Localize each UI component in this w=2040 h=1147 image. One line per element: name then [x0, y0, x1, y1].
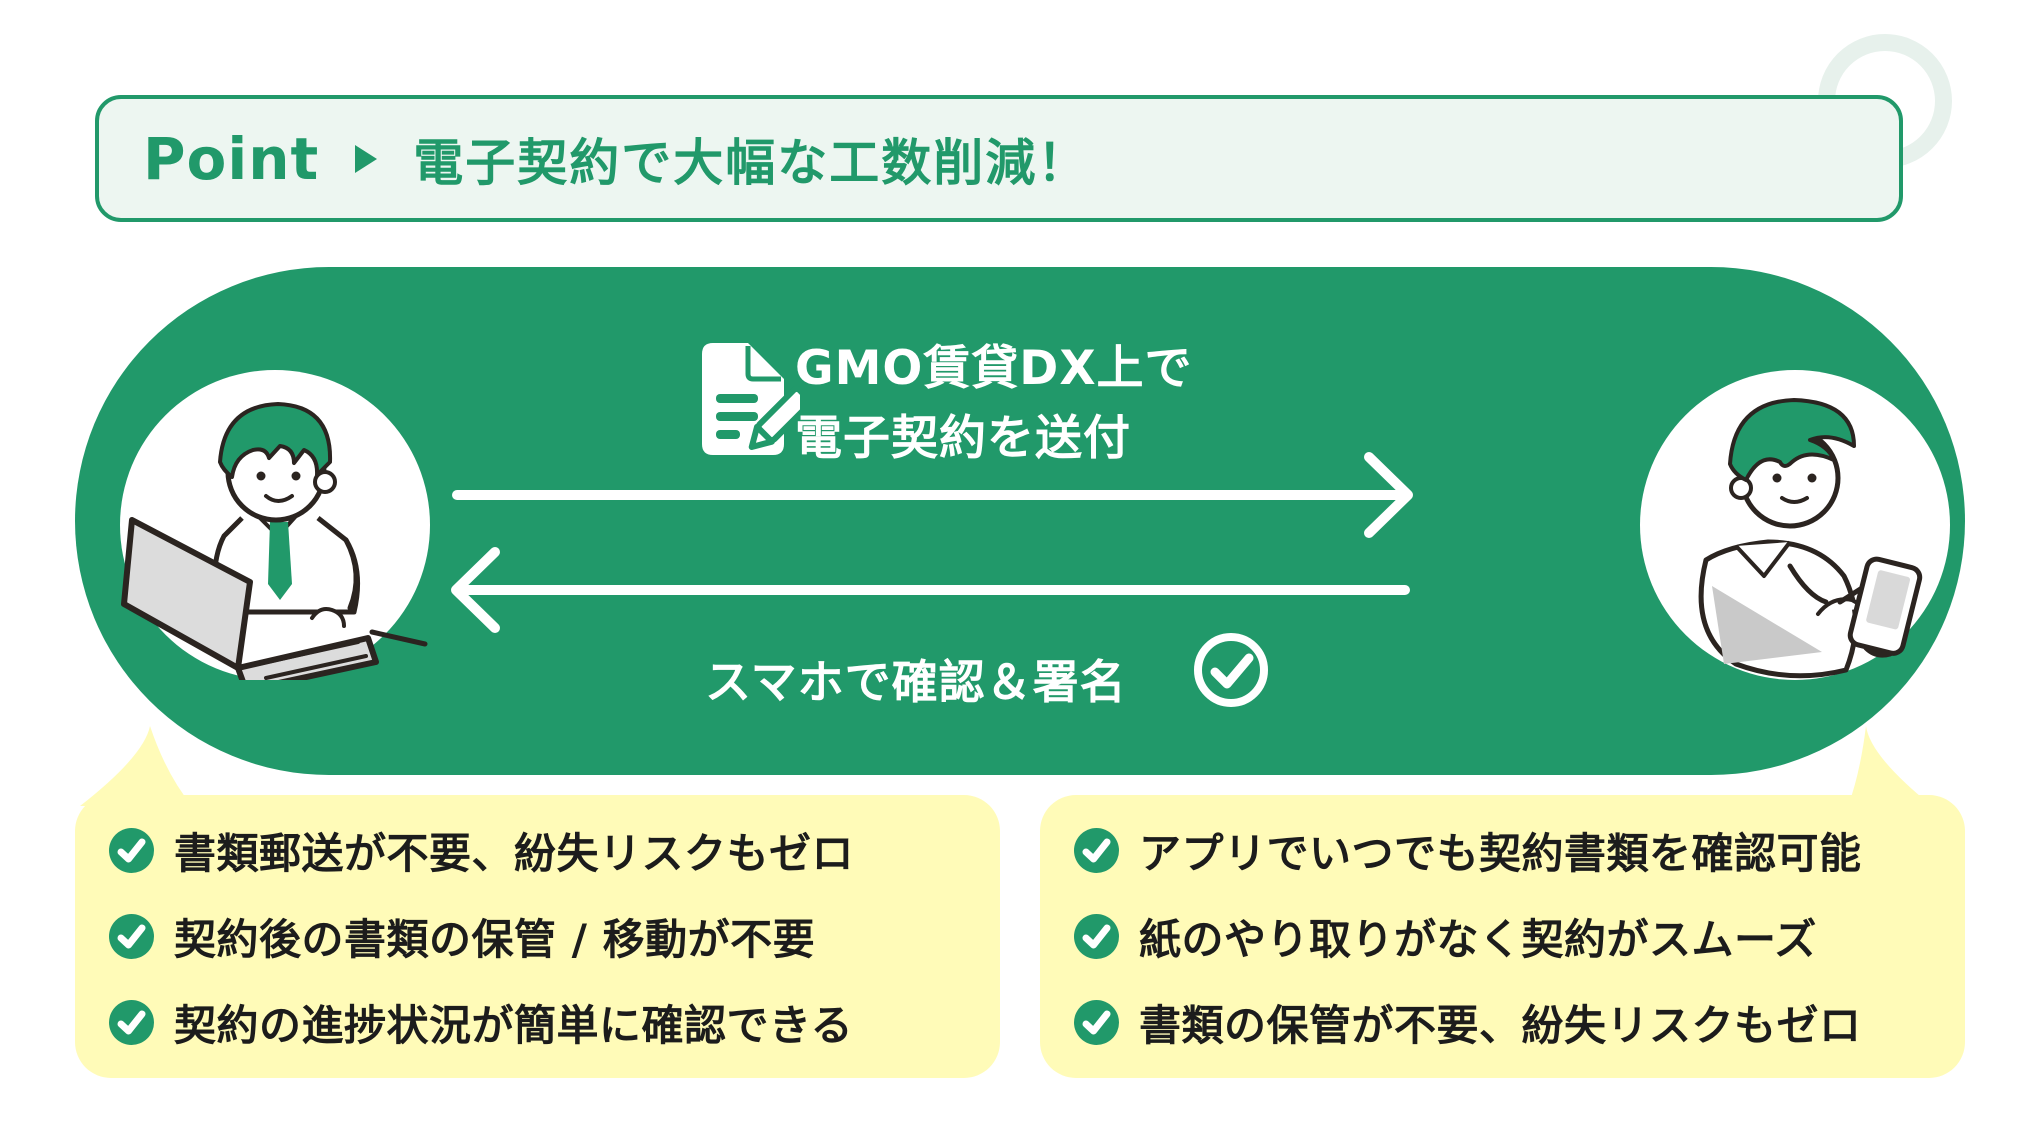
- benefits-left-bubble: 書類郵送が不要、紛失リスクもゼロ 契約後の書類の保管 / 移動が不要 契約の進捗…: [75, 795, 1000, 1078]
- arrow-left-icon: [451, 547, 1410, 633]
- benefit-text: 契約の進捗状況が簡単に確認できる: [174, 1001, 854, 1050]
- play-triangle-icon: [355, 144, 378, 173]
- benefit-text: 紙のやり取りがなく契約がスムーズ: [1139, 915, 1817, 964]
- benefit-item: 書類郵送が不要、紛失リスクもゼロ: [109, 820, 966, 881]
- benefit-text: アプリでいつでも契約書類を確認可能: [1139, 829, 1862, 878]
- benefit-text: 契約後の書類の保管 / 移動が不要: [174, 915, 816, 964]
- check-circle-icon: [1074, 914, 1119, 959]
- send-label: GMO賃貸DX上で 電子契約を送付: [795, 334, 1193, 474]
- user-with-smartphone-illustration: [1640, 370, 1950, 680]
- operator-at-laptop-illustration: [120, 370, 430, 680]
- check-circle-icon: [1074, 828, 1119, 873]
- benefit-text: 書類郵送が不要、紛失リスクもゼロ: [174, 829, 855, 878]
- speech-tail-left: [80, 726, 192, 806]
- send-label-line2: 電子契約を送付: [795, 411, 1131, 466]
- receive-label: スマホで確認＆署名: [705, 655, 1127, 709]
- check-circle-outline-icon: [1190, 629, 1272, 711]
- benefit-item: アプリでいつでも契約書類を確認可能: [1074, 820, 1931, 881]
- send-label-line1: GMO賃貸DX上で: [795, 341, 1193, 396]
- operator-at-laptop-art: [120, 370, 430, 680]
- arrow-right-icon: [452, 452, 1413, 538]
- benefit-text: 書類の保管が不要、紛失リスクもゼロ: [1139, 1001, 1862, 1050]
- speech-tail-right: [1848, 726, 1932, 806]
- point-header: Point 電子契約で大幅な工数削減！: [95, 95, 1903, 222]
- benefit-item: 紙のやり取りがなく契約がスムーズ: [1074, 906, 1931, 967]
- check-circle-icon: [109, 828, 154, 873]
- document-sign-icon: [690, 338, 800, 460]
- benefit-item: 契約後の書類の保管 / 移動が不要: [109, 906, 966, 967]
- header-title: 電子契約で大幅な工数削減！: [413, 133, 1090, 192]
- check-circle-icon: [109, 1000, 154, 1045]
- benefit-item: 契約の進捗状況が簡単に確認できる: [109, 992, 966, 1053]
- flow-arrows: [451, 452, 1413, 633]
- user-with-smartphone-art: [1640, 370, 1950, 680]
- benefits-right-bubble: アプリでいつでも契約書類を確認可能 紙のやり取りがなく契約がスムーズ 書類の保管…: [1040, 795, 1965, 1078]
- check-circle-icon: [109, 914, 154, 959]
- check-circle-icon: [1074, 1000, 1119, 1045]
- point-label: Point: [143, 124, 320, 193]
- benefit-item: 書類の保管が不要、紛失リスクもゼロ: [1074, 992, 1931, 1053]
